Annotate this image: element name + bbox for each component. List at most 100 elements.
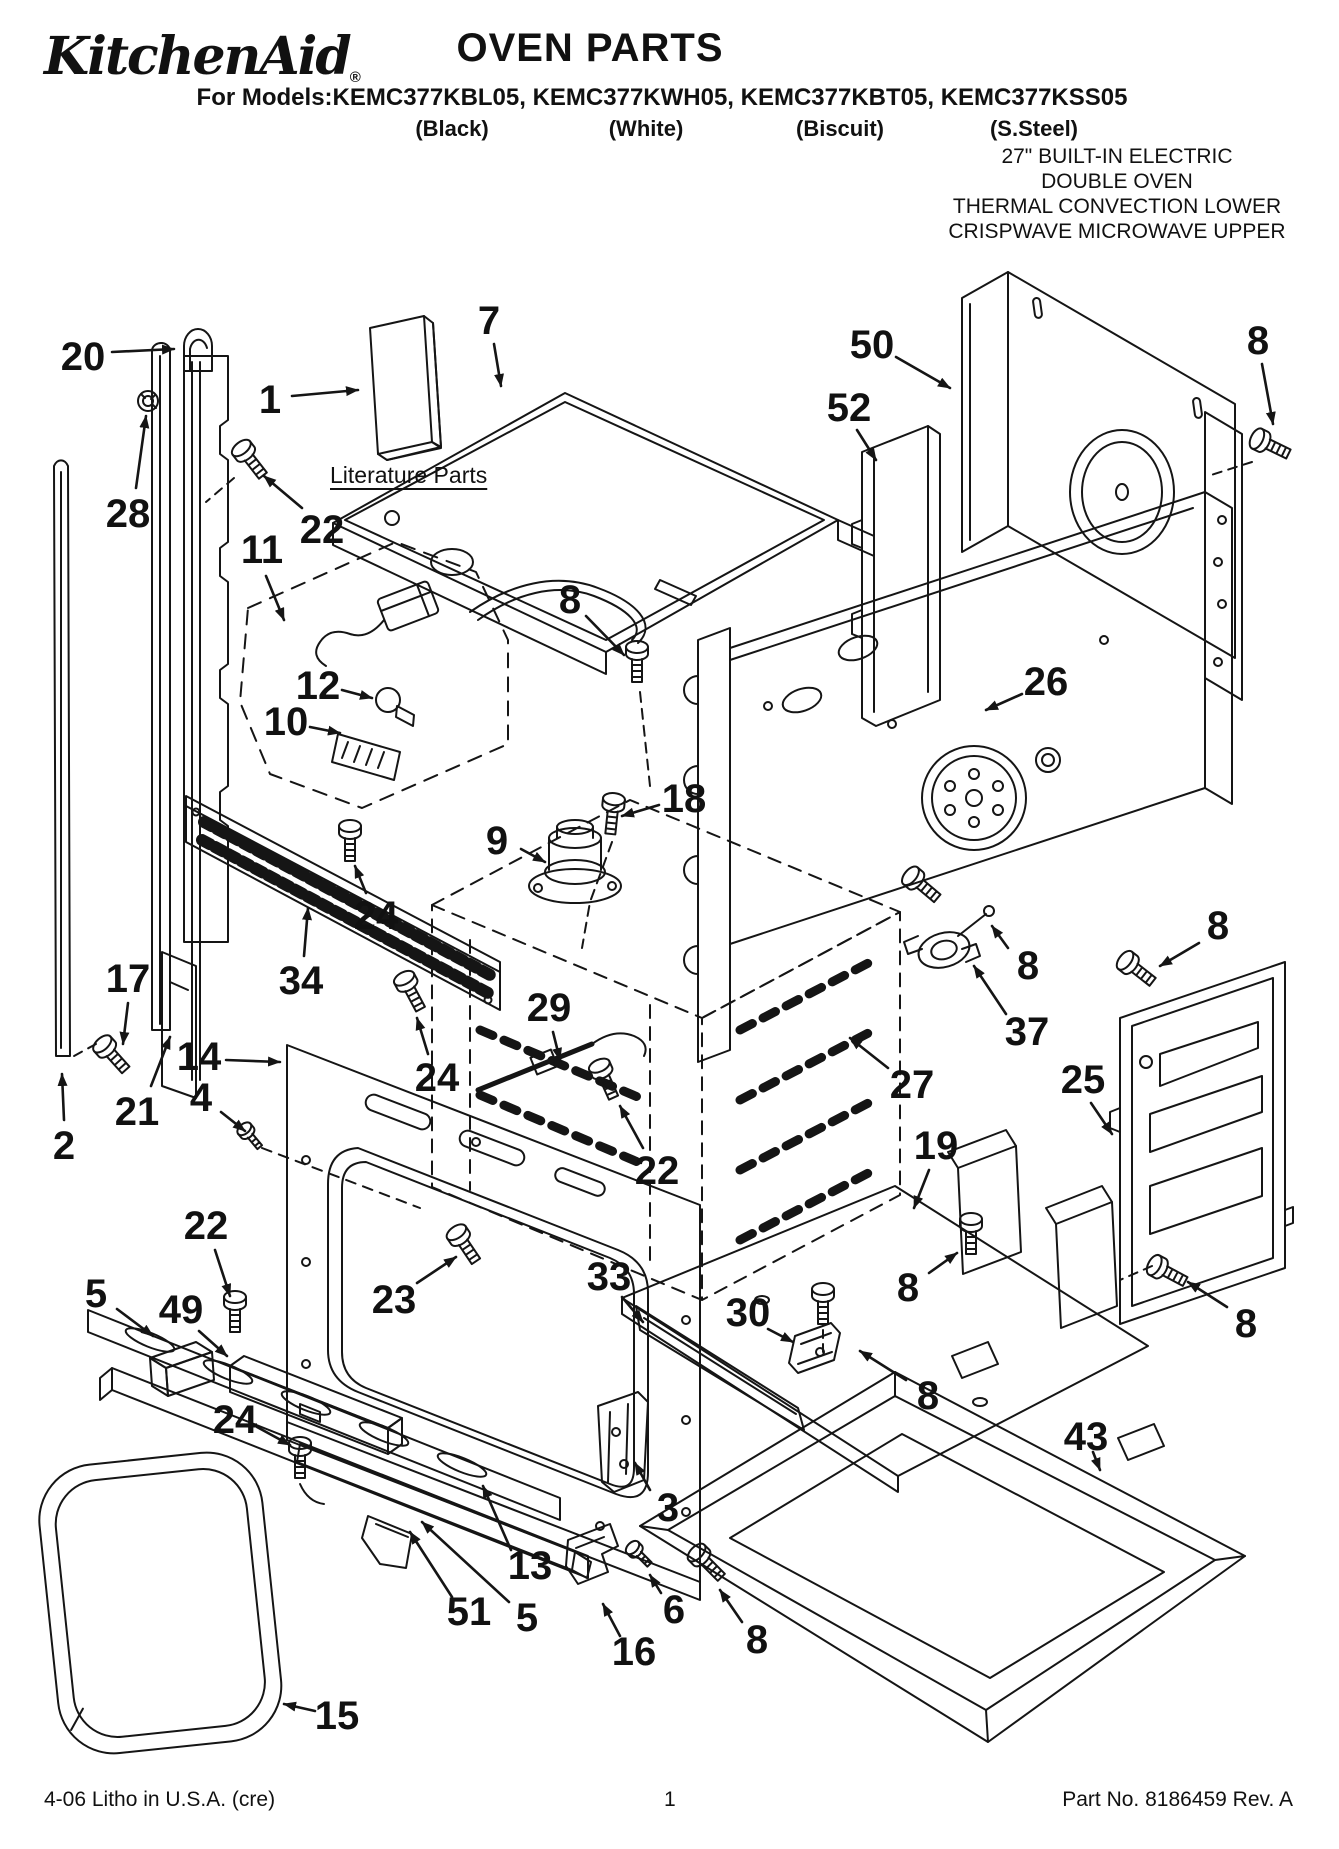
callout-arrow-26-12 (984, 692, 1024, 712)
callout-arrow-34-15 (302, 906, 312, 958)
callout-arrow-5-44 (420, 1520, 511, 1604)
screw-22-mid (223, 1290, 247, 1333)
part-callout-1-2: 1 (258, 378, 282, 422)
door-trim-strip-2 (53, 459, 71, 1057)
callout-arrow-5-33 (115, 1307, 155, 1338)
part-callout-24-36: 24 (212, 1398, 258, 1442)
assembly-line (205, 477, 235, 503)
part-callout-8-24: 8 (1206, 904, 1230, 948)
part-callout-12-5: 12 (295, 664, 341, 708)
part-callout-4-27: 4 (189, 1076, 213, 1120)
assembly-line (639, 691, 651, 787)
callout-arrow-15-45 (282, 1701, 317, 1713)
door-trim-strip-21a (151, 342, 172, 1031)
part-callout-8-25: 8 (1234, 1302, 1258, 1346)
callout-arrow-43-41 (1090, 1450, 1102, 1472)
screw-24-a (338, 819, 362, 862)
footer-part-number: Part No. 8186459 Rev. A (1062, 1788, 1293, 1811)
part-callout-8-40: 8 (916, 1374, 940, 1418)
callout-arrow-21-28 (149, 1035, 172, 1088)
screw-8-back (1245, 425, 1295, 465)
page-title: OVEN PARTS (456, 26, 724, 70)
footer-litho: 4-06 Litho in U.S.A. (cre) (44, 1788, 276, 1811)
callout-arrow-11-4 (264, 574, 286, 622)
part-callout-5-44: 5 (515, 1596, 539, 1640)
part-callout-20-0: 20 (60, 335, 106, 379)
lamp-bulb-12 (375, 687, 401, 713)
callout-arrow-24-36 (255, 1425, 292, 1447)
finish-white: (White) (608, 116, 684, 141)
callout-arrow-29-17 (551, 1030, 562, 1062)
brand-logo: KitchenAid® (44, 26, 361, 87)
callout-arrow-8-39 (927, 1251, 959, 1275)
screw-8-bracket30 (811, 1282, 835, 1325)
part-callout-5-33: 5 (84, 1272, 108, 1316)
part-callout-22-3: 22 (299, 508, 345, 552)
callout-arrow-3-48 (633, 1461, 652, 1492)
part-callout-28-1: 28 (105, 492, 151, 536)
callout-arrow-50-9 (894, 355, 952, 390)
callout-arrow-37-20 (972, 964, 1008, 1016)
top-panel-7 (332, 392, 875, 675)
callout-arrow-17-29 (119, 1001, 130, 1046)
door-side-trim-21 (161, 355, 229, 1099)
footer-page-number: 1 (664, 1788, 676, 1811)
part-callout-21-28: 21 (114, 1090, 160, 1134)
assembly-line (1119, 1265, 1153, 1281)
part-callout-49-34: 49 (158, 1288, 204, 1332)
part-callout-19-23: 19 (913, 1124, 959, 1168)
wire-harness (315, 619, 385, 667)
description-line-4: CRISPWAVE MICROWAVE UPPER (948, 220, 1286, 243)
blower-panel-26 (683, 491, 1233, 1063)
finish-biscuit: (Biscuit) (796, 116, 884, 141)
callout-arrow-18-13 (620, 803, 661, 818)
callout-arrow-14-26 (224, 1056, 282, 1067)
part-callout-8-8: 8 (558, 578, 582, 622)
callout-arrow-23-35 (415, 1255, 458, 1285)
mounting-bracket-30 (788, 1322, 841, 1374)
description-line-3: THERMAL CONVECTION LOWER (952, 195, 1282, 218)
callout-arrow-8-24 (1158, 941, 1201, 968)
screw-8-panel25-top (1112, 946, 1161, 992)
callout-arrow-8-8 (584, 614, 626, 657)
callout-arrow-4-27 (219, 1110, 247, 1133)
callout-arrow-9-14 (519, 847, 547, 864)
back-panel-50 (961, 271, 1243, 701)
callout-arrow-28-1 (134, 414, 150, 490)
part-callout-13-42: 13 (507, 1544, 553, 1588)
part-callout-10-6: 10 (263, 700, 309, 744)
callout-arrow-52-10 (855, 428, 878, 462)
part-callout-15-45: 15 (314, 1694, 360, 1738)
assembly-line (73, 1043, 97, 1057)
screw-8-thermostat (897, 862, 946, 908)
wire-24 (299, 1483, 325, 1505)
callout-arrow-8-40 (858, 1349, 908, 1382)
callout-arrow-8-21 (990, 924, 1010, 950)
part-callout-8-49: 8 (745, 1618, 769, 1662)
oven-cavity-27 (431, 799, 901, 1301)
part-callout-9-14: 9 (485, 819, 509, 863)
part-callout-18-13: 18 (661, 777, 707, 821)
callout-arrow-22-32 (618, 1104, 645, 1150)
part-callout-8-11: 8 (1246, 319, 1270, 363)
part-callout-6-47: 6 (662, 1588, 686, 1632)
lens-10 (331, 733, 401, 781)
callout-arrow-8-49 (718, 1588, 744, 1624)
part-callout-14-26: 14 (176, 1035, 222, 1079)
part-callout-30-38: 30 (725, 1291, 771, 1335)
part-callout-33-37: 33 (586, 1255, 632, 1299)
fan-motor-mount-9 (528, 819, 622, 904)
callout-arrow-10-6 (308, 725, 342, 736)
front-frame-14 (286, 1044, 701, 1601)
screw-18 (598, 790, 627, 837)
callout-arrow-8-25 (1186, 1280, 1229, 1309)
brand-name: KitchenAid (44, 26, 352, 87)
part-callout-8-39: 8 (896, 1266, 920, 1310)
registered-mark: ® (349, 69, 361, 86)
callout-arrow-49-34 (197, 1329, 229, 1358)
callout-arrow-13-42 (481, 1484, 513, 1552)
callout-arrow-1-2 (290, 386, 360, 398)
part-callout-2-30: 2 (52, 1124, 76, 1168)
part-callout-29-17: 29 (526, 986, 572, 1030)
